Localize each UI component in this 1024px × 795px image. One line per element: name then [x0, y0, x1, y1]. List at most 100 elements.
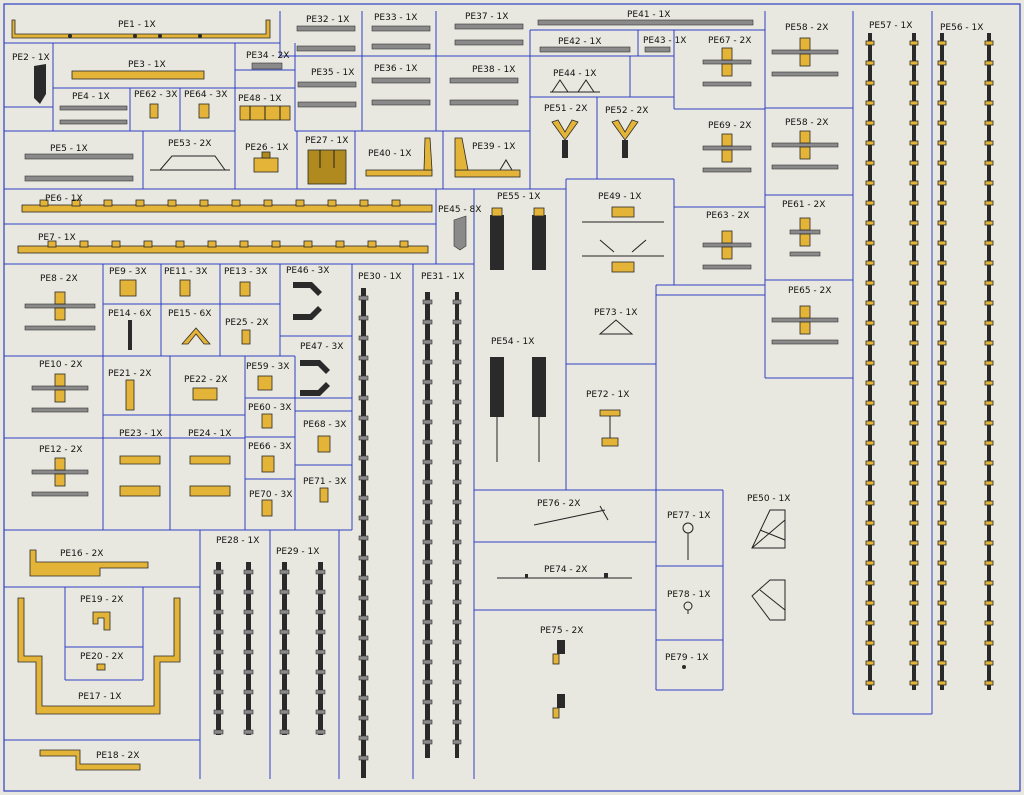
part-label: PE41 - 1X	[627, 10, 670, 20]
part-label: PE1 - 1X	[118, 20, 156, 30]
pe47-drawing	[300, 360, 330, 396]
column-drawings	[213, 33, 994, 778]
part-label: PE76 - 2X	[537, 499, 580, 509]
column	[315, 562, 326, 735]
h-beam-drawings	[702, 37, 839, 345]
part-label: PE19 - 2X	[80, 595, 123, 605]
part-label: PE22 - 2X	[184, 375, 227, 385]
part-label: PE75 - 2X	[540, 626, 583, 636]
beam-notch	[71, 199, 81, 207]
part-label: PE58 - 2X	[785, 118, 828, 128]
top-ladders	[24, 19, 754, 182]
beam-notch	[199, 199, 209, 207]
pe77-drawing	[682, 522, 694, 560]
part-label: PE67 - 2X	[708, 36, 751, 46]
beam-notch	[303, 240, 313, 248]
pe51-drawing	[551, 119, 579, 158]
part-label: PE7 - 1X	[38, 233, 76, 243]
part-drawings	[11, 19, 994, 778]
part-label: PE55 - 1X	[497, 192, 540, 202]
part-label: PE56 - 1X	[940, 23, 983, 33]
pe78-drawing	[683, 601, 693, 614]
part-label: PE70 - 3X	[249, 490, 292, 500]
h-beam-section	[771, 130, 839, 170]
part-label: PE60 - 3X	[248, 403, 291, 413]
part-label: PE14 - 6X	[108, 309, 151, 319]
pe20-drawing	[96, 663, 106, 671]
beam-notch	[335, 240, 345, 248]
h-beam-section	[702, 133, 752, 173]
part-label: PE25 - 2X	[225, 318, 268, 328]
beam-notch	[271, 240, 281, 248]
part-label: PE36 - 1X	[374, 64, 417, 74]
pe49-drawing	[582, 206, 664, 273]
beam-notch	[175, 240, 185, 248]
beam-notch	[231, 199, 241, 207]
part-label: PE38 - 1X	[472, 65, 515, 75]
part-label: PE3 - 1X	[128, 60, 166, 70]
part-label: PE44 - 1X	[553, 69, 596, 79]
pe34-drawing	[251, 62, 283, 70]
beam-notch	[79, 240, 89, 248]
beam-notch	[207, 240, 217, 248]
beam-notch	[103, 199, 113, 207]
pe76-drawing	[533, 505, 609, 526]
part-label: PE79 - 1X	[665, 653, 708, 663]
part-label: PE57 - 1X	[869, 21, 912, 31]
pe52-drawing	[611, 119, 639, 158]
left-beam-drawings	[24, 291, 96, 497]
h-beam-section	[771, 37, 839, 77]
pe46-drawing	[293, 282, 322, 320]
beam-notch	[47, 240, 57, 248]
part-label: PE16 - 2X	[60, 549, 103, 559]
beam-notch	[295, 199, 305, 207]
cell-grid	[4, 11, 933, 779]
part-label: PE17 - 1X	[78, 692, 121, 702]
part-labels: PE1 - 1X PE2 - 1X PE3 - 1X PE4 - 1X PE5 …	[12, 10, 983, 761]
pe27-drawing	[307, 149, 347, 185]
part-label: PE43 - 1X	[643, 36, 686, 46]
part-label: PE53 - 2X	[168, 139, 211, 149]
pe45-drawing	[453, 215, 467, 251]
pe18-drawing	[39, 749, 141, 771]
part-label: PE21 - 2X	[108, 369, 151, 379]
column	[937, 33, 947, 690]
pe2-drawing	[34, 64, 46, 104]
part-label: PE46 - 3X	[286, 266, 329, 276]
part-label: PE6 - 1X	[45, 194, 83, 204]
part-label: PE65 - 2X	[788, 286, 831, 296]
part-label: PE66 - 3X	[248, 442, 291, 452]
part-label: PE49 - 1X	[598, 192, 641, 202]
part-label: PE61 - 2X	[782, 200, 825, 210]
part-label: PE30 - 1X	[358, 272, 401, 282]
part-label: PE10 - 2X	[39, 360, 82, 370]
pe54-drawing	[490, 357, 546, 462]
part-label: PE42 - 1X	[558, 37, 601, 47]
part-label: PE37 - 1X	[465, 12, 508, 22]
pe53-drawing	[150, 155, 230, 171]
pe62-drawing	[149, 103, 159, 119]
part-label: PE8 - 2X	[40, 274, 78, 284]
h-beam-section	[789, 217, 821, 257]
part-label: PE4 - 1X	[72, 92, 110, 102]
column	[243, 562, 254, 735]
part-label: PE28 - 1X	[216, 536, 259, 546]
part-label: PE47 - 3X	[300, 342, 343, 352]
pe26-drawing	[253, 151, 279, 173]
part-label: PE9 - 3X	[109, 267, 147, 277]
h-beam-section	[771, 305, 839, 345]
part-label: PE52 - 2X	[605, 106, 648, 116]
part-label: PE71 - 3X	[303, 477, 346, 487]
beam-notch	[39, 199, 49, 207]
part-label: PE59 - 3X	[246, 362, 289, 372]
part-label: PE63 - 2X	[706, 211, 749, 221]
beam-notch	[239, 240, 249, 248]
part-label: PE51 - 2X	[544, 104, 587, 114]
part-label: PE74 - 2X	[544, 565, 587, 575]
pe75-drawing	[552, 640, 565, 719]
part-label: PE11 - 3X	[164, 267, 207, 277]
pe64-drawing	[198, 103, 210, 119]
column	[452, 292, 462, 758]
part-label: PE23 - 1X	[119, 429, 162, 439]
